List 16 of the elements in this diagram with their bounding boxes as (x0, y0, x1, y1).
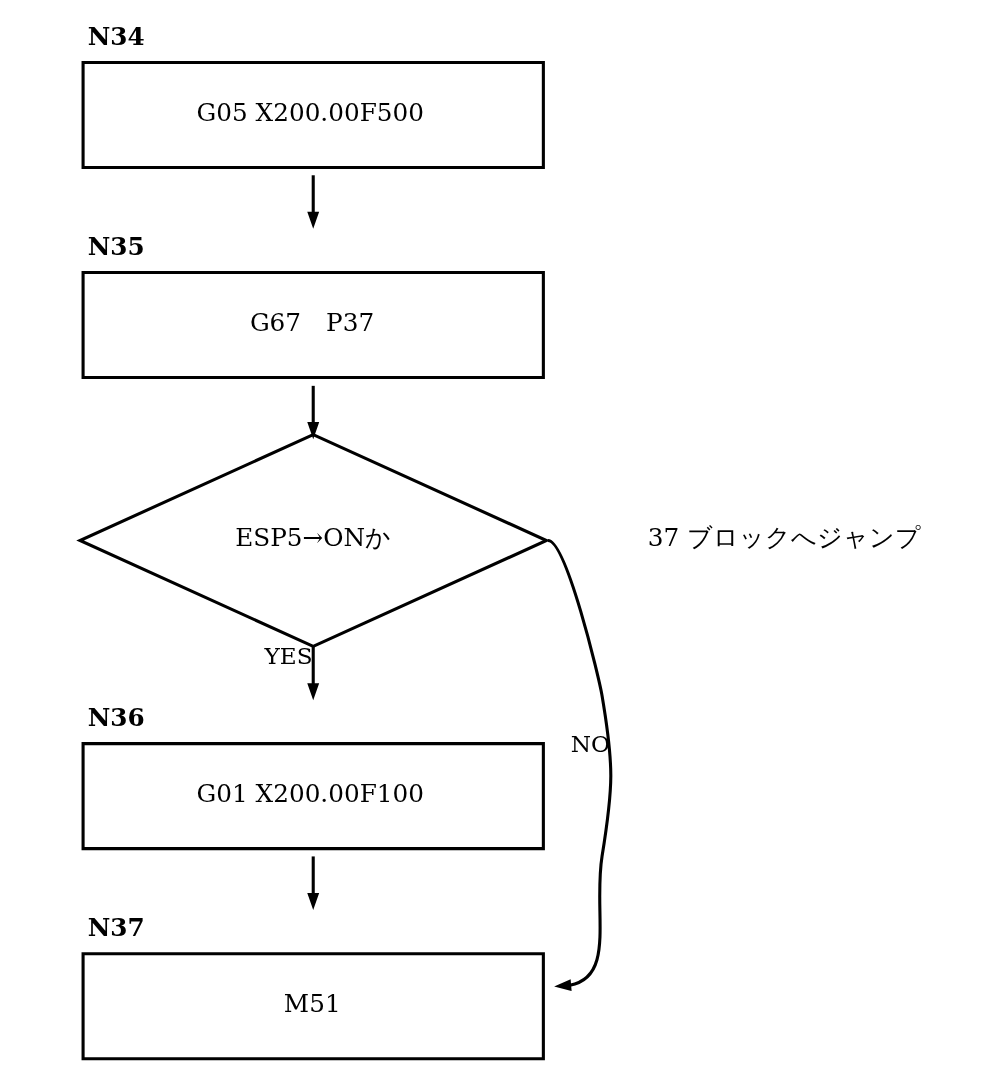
arrow (306, 856, 319, 910)
node-label: N37 (87, 913, 145, 943)
node-diamond: ESP5→ONか (75, 433, 550, 648)
arrow (306, 385, 319, 440)
node-label: N36 (87, 703, 145, 733)
arrow (546, 539, 612, 992)
arrow (306, 646, 319, 701)
node-box: G67 P37 (81, 270, 545, 380)
node-box: G05 X200.00F500 (81, 60, 545, 170)
node-label: N34 (87, 22, 145, 52)
edge-label: NO (570, 731, 610, 758)
label: 37 ブロックへジャンプ (647, 523, 921, 553)
node-box: G01 X200.00F100 (81, 742, 545, 851)
node-box: M51 (81, 952, 545, 1061)
arrow (306, 175, 319, 229)
node-label: N35 (87, 232, 145, 262)
